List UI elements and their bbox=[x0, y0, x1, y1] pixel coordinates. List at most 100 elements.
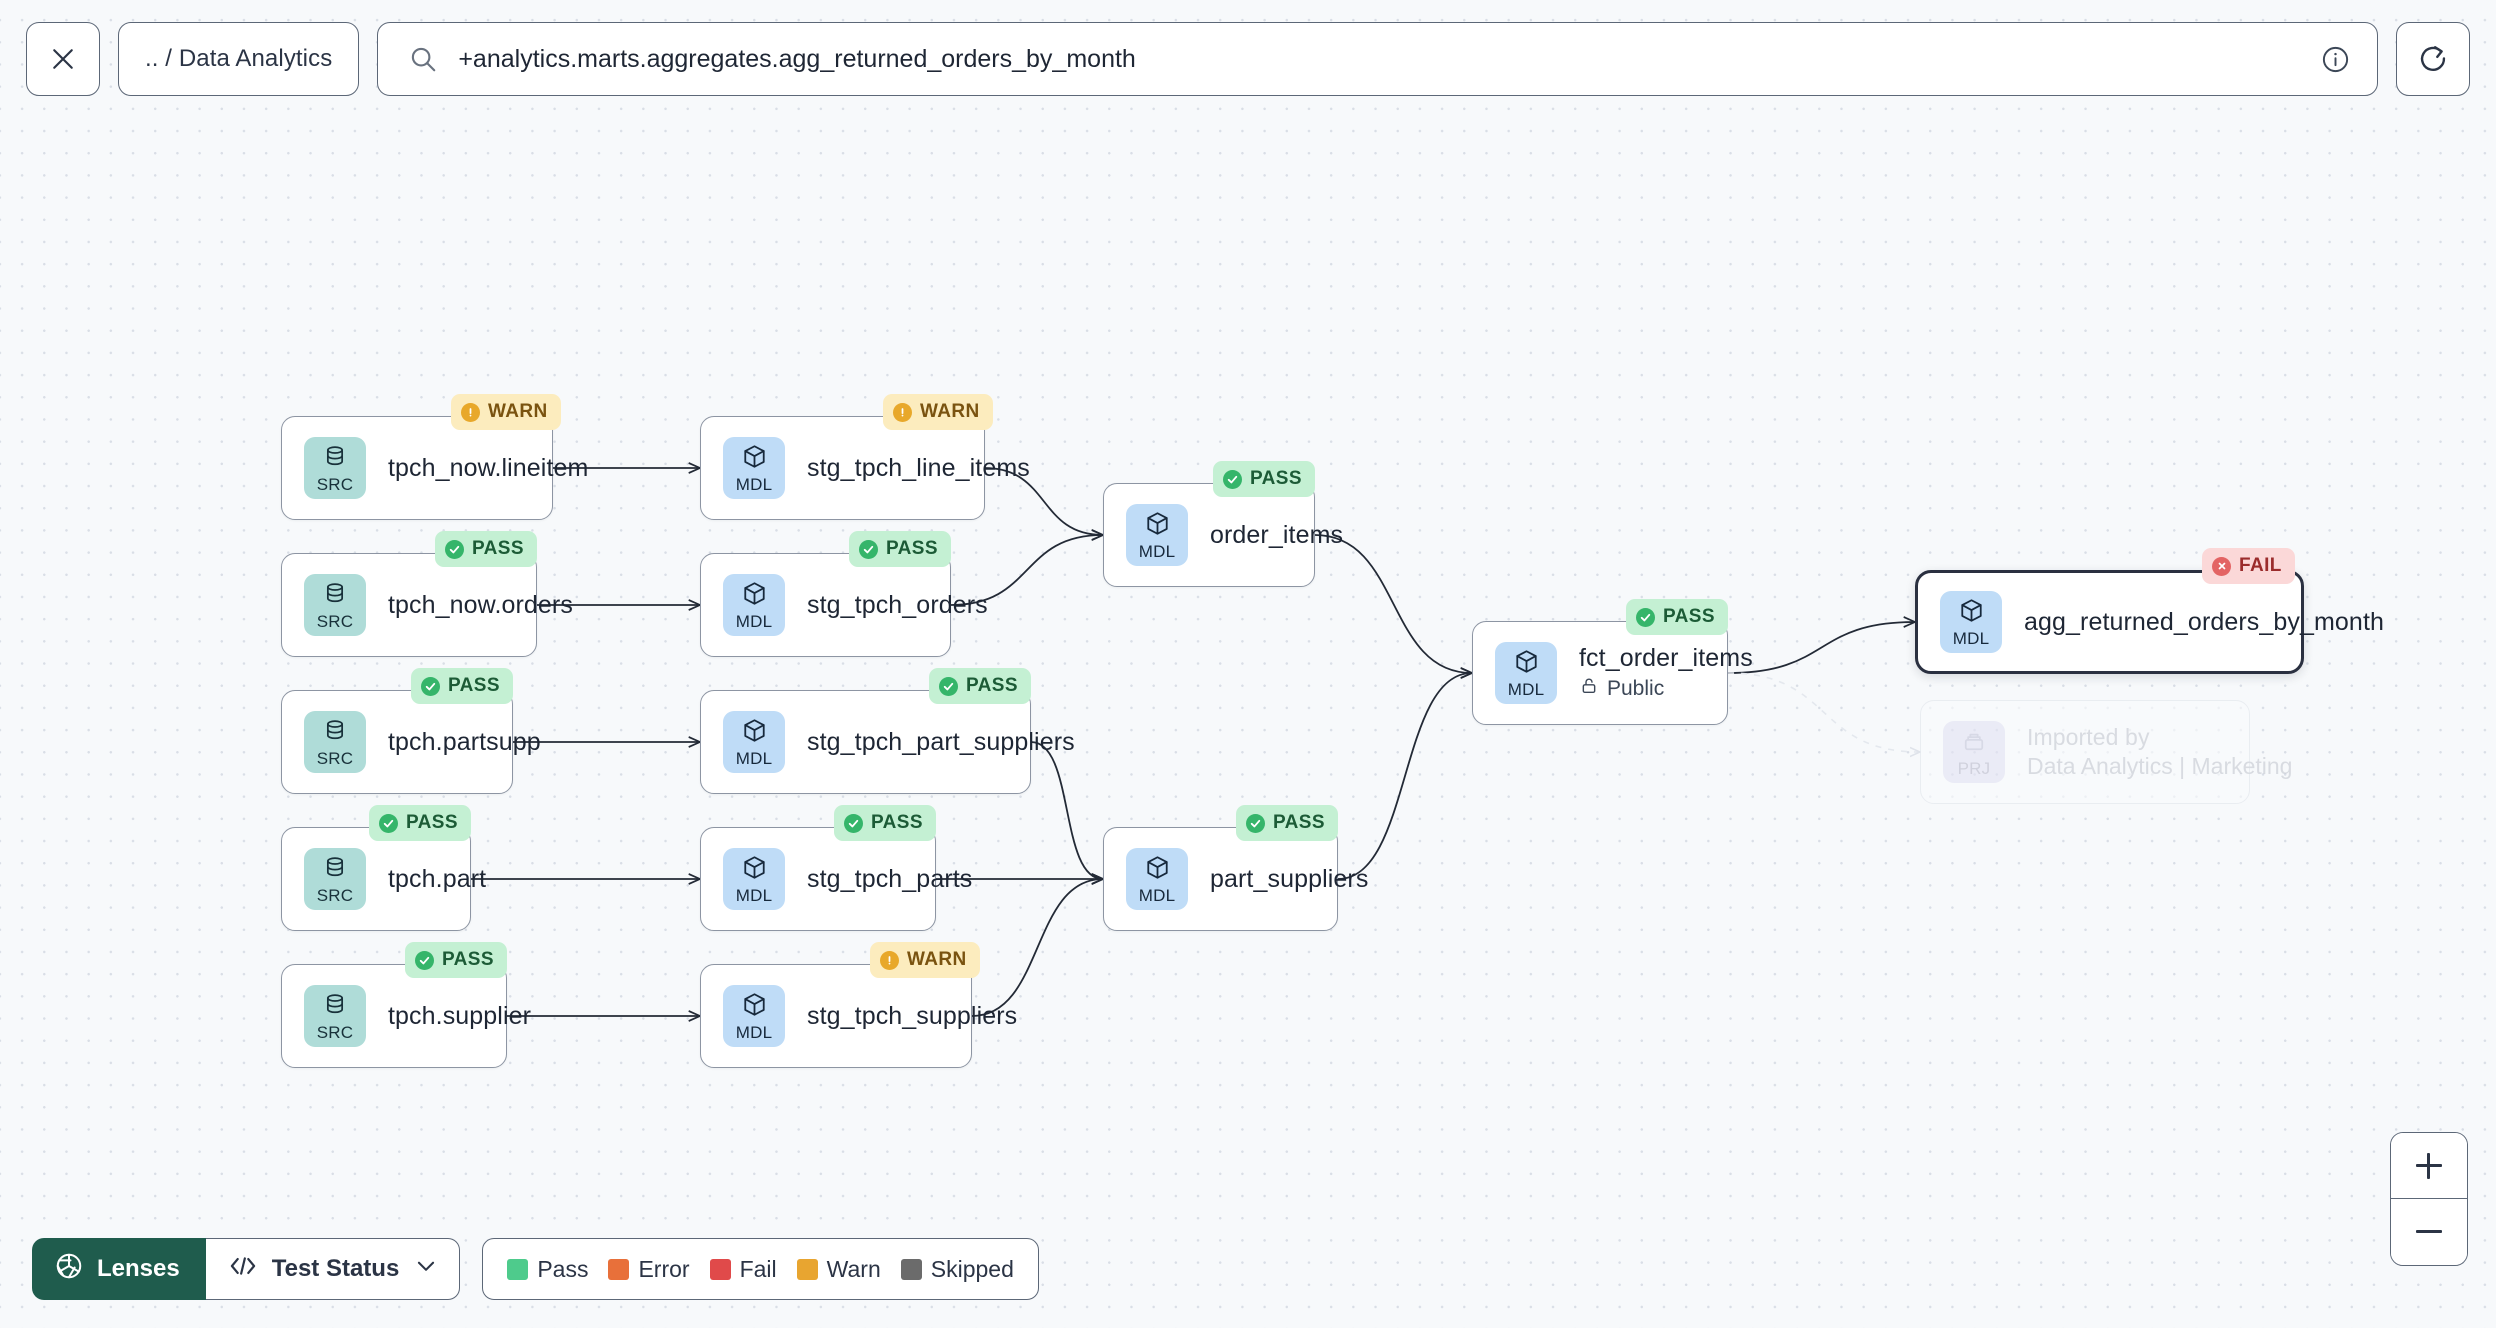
legend-label: Pass bbox=[537, 1255, 589, 1282]
database-icon bbox=[322, 855, 348, 886]
database-icon bbox=[322, 444, 348, 475]
legend-label: Error bbox=[638, 1255, 690, 1282]
search-input[interactable]: +analytics.marts.aggregates.agg_returned… bbox=[377, 22, 2378, 96]
legend-item-warn[interactable]: Warn bbox=[796, 1256, 881, 1283]
lenses-button[interactable]: Lenses bbox=[32, 1238, 206, 1300]
cube-icon bbox=[1513, 648, 1540, 680]
src-type-badge: SRC bbox=[304, 985, 366, 1047]
legend-swatch bbox=[507, 1258, 529, 1280]
node-subtitle: Data Analytics | Marketing bbox=[2027, 753, 2292, 780]
status-legend: Pass Error Fail Warn Skipped bbox=[482, 1238, 1039, 1300]
info-icon[interactable] bbox=[2320, 44, 2351, 75]
node-type-label: MDL bbox=[735, 886, 773, 905]
legend-item-error[interactable]: Error bbox=[608, 1255, 690, 1283]
legend-item-pass[interactable]: Pass bbox=[507, 1256, 588, 1283]
node-type-label: SRC bbox=[316, 1022, 354, 1042]
src-type-badge: SRC bbox=[304, 437, 366, 499]
mdl-type-badge: MDL bbox=[723, 848, 785, 910]
graph-node-part_suppliers[interactable]: MDL part_suppliers bbox=[1103, 827, 1368, 931]
search-value[interactable]: +analytics.marts.aggregates.agg_returned… bbox=[458, 44, 1136, 73]
test-status-dropdown[interactable]: Test Status bbox=[205, 1238, 461, 1300]
cube-icon bbox=[741, 991, 768, 1023]
status-badge-pass[interactable]: PASS bbox=[929, 668, 1031, 704]
status-badge-warn[interactable]: WARN bbox=[870, 942, 980, 978]
warn-status-icon bbox=[880, 950, 899, 970]
node-body: stg_tpch_part_suppliers bbox=[807, 727, 1075, 757]
node-type-label: SRC bbox=[316, 885, 354, 905]
pass-status-icon bbox=[379, 813, 398, 833]
node-title: tpch_now.lineitem bbox=[388, 453, 589, 482]
edge-stg_tpch_suppliers-to-part_suppliers bbox=[971, 879, 1103, 1017]
status-badge-label: PASS bbox=[886, 538, 938, 559]
node-type-label: MDL bbox=[1138, 542, 1176, 561]
status-badge-label: PASS bbox=[472, 538, 524, 559]
lenses-group: Lenses Test Status bbox=[32, 1238, 461, 1300]
status-badge-warn[interactable]: WARN bbox=[883, 394, 993, 430]
node-title: fct_order_items bbox=[1579, 643, 1753, 672]
status-badge-fail[interactable]: FAIL bbox=[2202, 548, 2295, 584]
status-badge-pass[interactable]: PASS bbox=[1213, 461, 1315, 497]
node-body: stg_tpch_orders bbox=[807, 590, 988, 620]
node-title: stg_tpch_orders bbox=[807, 590, 988, 619]
legend-swatch bbox=[709, 1258, 731, 1280]
graph-node-tpch_now_orders[interactable]: SRC tpch_now.orders bbox=[281, 553, 573, 657]
legend-swatch bbox=[608, 1258, 630, 1280]
legend-item-fail[interactable]: Fail bbox=[709, 1255, 777, 1283]
zoom-out-button[interactable] bbox=[2391, 1199, 2467, 1265]
node-title: stg_tpch_part_suppliers bbox=[807, 727, 1075, 756]
zoom-in-button[interactable] bbox=[2391, 1133, 2467, 1199]
legend-label: Skipped bbox=[930, 1255, 1014, 1282]
status-badge-pass[interactable]: PASS bbox=[435, 531, 537, 567]
close-button[interactable] bbox=[26, 22, 100, 96]
node-body: agg_returned_orders_by_month bbox=[2024, 608, 2384, 637]
mdl-type-badge: MDL bbox=[1126, 504, 1188, 566]
legend-label: Fail bbox=[739, 1255, 777, 1282]
node-title: tpch.partsupp bbox=[388, 727, 541, 756]
node-type-label: SRC bbox=[316, 474, 354, 494]
unlock-icon bbox=[1579, 676, 1599, 702]
graph-node-stg_tpch_part_suppliers[interactable]: MDL stg_tpch_part_suppliers bbox=[700, 690, 1075, 794]
node-body: tpch_now.orders bbox=[388, 591, 573, 620]
mdl-type-badge: MDL bbox=[1126, 848, 1188, 910]
mdl-type-badge: MDL bbox=[723, 437, 785, 499]
status-badge-pass[interactable]: PASS bbox=[369, 805, 471, 841]
node-body: tpch.supplier bbox=[388, 1002, 531, 1031]
graph-node-tpch_part[interactable]: SRC tpch.part bbox=[281, 827, 486, 931]
status-badge-pass[interactable]: PASS bbox=[405, 942, 507, 978]
test-status-label: Test Status bbox=[271, 1255, 400, 1282]
breadcrumb-button[interactable]: .. / Data Analytics bbox=[118, 22, 360, 96]
node-body: tpch.part bbox=[388, 865, 486, 894]
node-subtitle-text: Public bbox=[1607, 677, 1665, 701]
legend-item-skipped[interactable]: Skipped bbox=[900, 1255, 1014, 1283]
pass-status-icon bbox=[415, 950, 434, 970]
graph-node-order_items[interactable]: MDL order_items bbox=[1103, 483, 1344, 587]
cube-icon bbox=[1144, 510, 1171, 542]
edge-fct_order_items-to-imported_by_project bbox=[1727, 672, 1920, 752]
status-badge-pass[interactable]: PASS bbox=[411, 668, 513, 704]
status-badge-warn[interactable]: WARN bbox=[451, 394, 561, 430]
status-badge-pass[interactable]: PASS bbox=[849, 531, 951, 567]
src-type-badge: SRC bbox=[304, 574, 366, 636]
status-badge-pass[interactable]: PASS bbox=[1236, 805, 1338, 841]
status-badge-pass[interactable]: PASS bbox=[834, 805, 936, 841]
graph-node-tpch_now_lineitem[interactable]: SRC tpch_now.lineitem bbox=[281, 416, 589, 520]
status-badge-pass[interactable]: PASS bbox=[1626, 599, 1728, 635]
mdl-type-badge: MDL bbox=[723, 711, 785, 773]
node-title: order_items bbox=[1210, 520, 1344, 549]
graph-node-tpch_supplier[interactable]: SRC tpch.supplier bbox=[281, 964, 531, 1068]
refresh-button[interactable] bbox=[2396, 22, 2470, 96]
status-badge-label: WARN bbox=[920, 401, 980, 422]
node-body: part_suppliers bbox=[1210, 865, 1368, 894]
pass-status-icon bbox=[859, 539, 878, 559]
close-icon bbox=[48, 44, 78, 74]
